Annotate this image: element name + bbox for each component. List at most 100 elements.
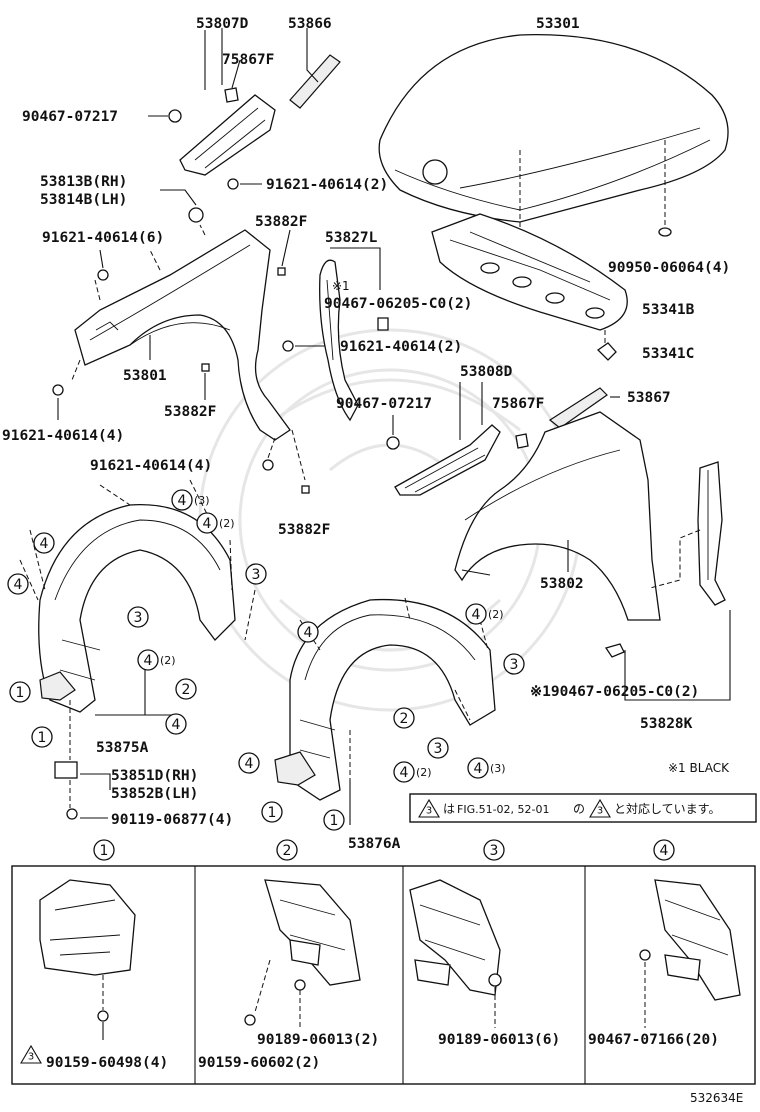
- detail-1-screw: [97, 1010, 109, 1022]
- callout-number-0: 4: [178, 493, 187, 509]
- label-53301: 53301: [536, 16, 580, 32]
- hood-insulator-53341B: [431, 213, 628, 331]
- seal-53827L: [319, 259, 359, 422]
- callout-number-17: 4: [400, 765, 409, 781]
- label-53802: 53802: [540, 576, 584, 592]
- clip-90467-06205: [377, 317, 389, 331]
- callout-number-9: 1: [38, 730, 47, 746]
- label-mark1: ※1: [332, 279, 350, 293]
- callout-number-4: 3: [252, 567, 261, 583]
- label-53882F-c: 53882F: [278, 522, 330, 538]
- callout-number-1: 4: [203, 516, 212, 532]
- seal-53882F-b: [201, 363, 210, 372]
- screw-90119: [66, 808, 78, 820]
- label-90950-06064: 90950-06064(4): [608, 260, 730, 276]
- label-53876A: 53876A: [348, 836, 401, 852]
- label-53882F-b: 53882F: [164, 404, 216, 420]
- callout-circle-16: [467, 757, 489, 779]
- callout-circle-17: [393, 761, 415, 783]
- callout-number-21: 1: [100, 843, 109, 859]
- callout-qty-17: (2): [416, 766, 432, 779]
- seal-53866: [289, 54, 341, 109]
- callout-circle-14: [393, 707, 415, 729]
- reference-code: 532634E: [690, 1091, 743, 1105]
- label-91621-40614-4b: 91621-40614(4): [90, 458, 212, 474]
- callout-circle-2: [33, 532, 55, 554]
- detail-1-liner: [39, 879, 136, 976]
- liner-53875A: [38, 503, 236, 713]
- stone-guard-53851D: [54, 761, 78, 779]
- callout-number-19: 1: [268, 805, 277, 821]
- bolt-91621-4a: [52, 384, 64, 396]
- fig-note-box: 3 は FIG.51-02, 52-01 の 3 と対応しています。: [409, 793, 757, 823]
- callout-circle-12: [465, 603, 487, 625]
- seal-53867: [548, 387, 608, 429]
- callout-circle-18: [238, 752, 260, 774]
- callout-number-13: 3: [510, 657, 519, 673]
- fig-note-rest: と対応しています。: [614, 802, 720, 816]
- hood-53301: [378, 33, 729, 223]
- label-90467-06205: 90467-06205-C0(2): [324, 296, 472, 312]
- callout-number-15: 3: [434, 741, 443, 757]
- detail-3-screw: [488, 973, 502, 987]
- fig-note-fig: FIG.51-02, 52-01: [457, 803, 550, 816]
- fig-note-tri-num-b: 3: [597, 806, 603, 817]
- clip-90467-06205-b: [604, 643, 625, 658]
- label-90189-06013-6: 90189-06013(6): [438, 1032, 560, 1048]
- label-53851D: 53851D(RH): [111, 768, 198, 784]
- fig-note-ha: は: [443, 802, 455, 816]
- callout-number-12: 4: [472, 607, 481, 623]
- label-90159-60498: 90159-60498(4): [46, 1055, 168, 1071]
- label-53813B: 53813B(RH): [40, 174, 127, 190]
- detail-4-liner: [654, 879, 741, 1001]
- clip-53813B: [188, 207, 204, 223]
- detail-1-tri-num: 3: [28, 1052, 34, 1063]
- callout-number-7: 2: [182, 682, 191, 698]
- callout-number-2: 4: [40, 536, 49, 552]
- clip-53341C: [596, 342, 617, 361]
- callout-circle-20: [323, 809, 345, 831]
- label-53852B: 53852B(LH): [111, 786, 198, 802]
- callout-circle-0: [171, 489, 193, 511]
- callout-circle-19: [261, 801, 283, 823]
- callout-circle-15: [427, 737, 449, 759]
- callout-number-14: 2: [400, 711, 409, 727]
- label-90189-06013-2: 90189-06013(2): [257, 1032, 379, 1048]
- label-black-note: ※1 BLACK: [668, 761, 730, 775]
- callout-number-6: 4: [144, 653, 153, 669]
- label-53808D: 53808D: [460, 364, 513, 380]
- callout-circle-3: [7, 573, 29, 595]
- callout-circle-13: [503, 653, 525, 675]
- callout-circle-23: [483, 839, 505, 861]
- bolt-91621-4b: [262, 459, 274, 471]
- fig-note-tri-num-a: 3: [426, 806, 432, 817]
- bolt-91621-2a: [227, 178, 239, 190]
- seal-53882F-a: [277, 267, 286, 276]
- callout-circle-24: [653, 839, 675, 861]
- label-53827L: 53827L: [325, 230, 378, 246]
- callout-number-10: 4: [172, 717, 181, 733]
- label-53866: 53866: [288, 16, 332, 32]
- callout-circle-1: [196, 512, 218, 534]
- callout-circle-21: [93, 839, 115, 861]
- callout-circle-6: [137, 649, 159, 671]
- label-53814B: 53814B(LH): [40, 192, 127, 208]
- callout-qty-16: (3): [490, 762, 506, 775]
- label-53801: 53801: [123, 368, 167, 384]
- callout-number-5: 3: [134, 610, 143, 626]
- label-53875A: 53875A: [96, 740, 149, 756]
- label-90119-06877: 90119-06877(4): [111, 812, 233, 828]
- liner-53876A: [274, 598, 496, 801]
- label-53807D: 53807D: [196, 16, 249, 32]
- clip-75867F-b: [515, 433, 529, 449]
- bolt-90467-07217-b: [386, 436, 400, 450]
- callout-qty-1: (2): [219, 517, 235, 530]
- label-53828K: 53828K: [640, 716, 693, 732]
- callout-number-11: 4: [304, 625, 313, 641]
- detail-2-screw-b: [244, 1014, 256, 1026]
- callout-circle-22: [276, 839, 298, 861]
- detail-4-clip: [639, 949, 651, 961]
- bolt-91621-2b: [282, 340, 294, 352]
- label-90467-07217-a: 90467-07217: [22, 109, 118, 125]
